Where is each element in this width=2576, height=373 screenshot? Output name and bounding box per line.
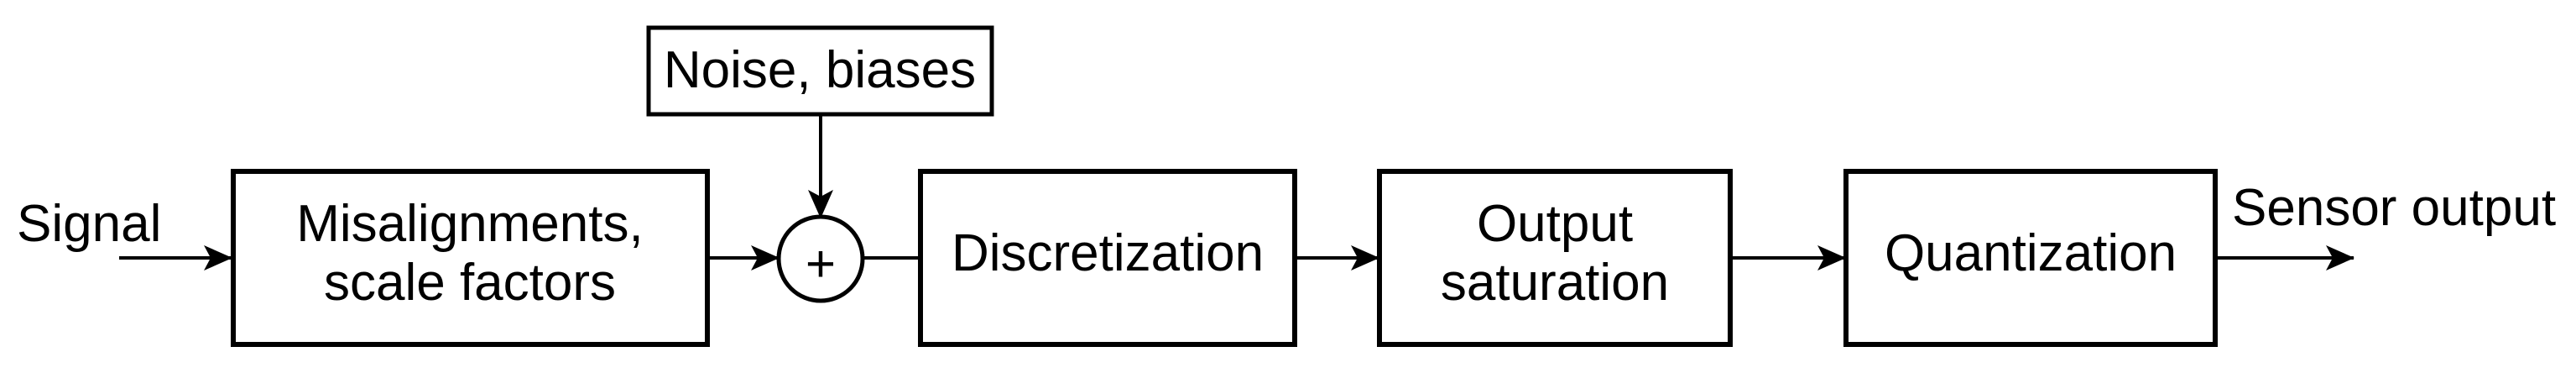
plus-icon: + (806, 235, 836, 293)
sensor-output-label: Sensor output (2232, 179, 2556, 237)
block-discretization-label: Discretization (952, 224, 1264, 282)
diagram-shapes (119, 25, 2354, 347)
block-misalignments-label-line2: scale factors (324, 254, 616, 312)
noise-biases-label: Noise, biases (664, 41, 976, 99)
diagram-labels: Signal Misalignments, scale factors Nois… (17, 41, 2556, 312)
block-quantization-label: Quantization (1885, 224, 2177, 282)
signal-label: Signal (17, 195, 161, 253)
block-output-saturation-label-line1: Output (1477, 195, 1633, 253)
block-output-saturation-label-line2: saturation (1441, 254, 1669, 312)
block-misalignments-label-line1: Misalignments, (296, 195, 643, 253)
